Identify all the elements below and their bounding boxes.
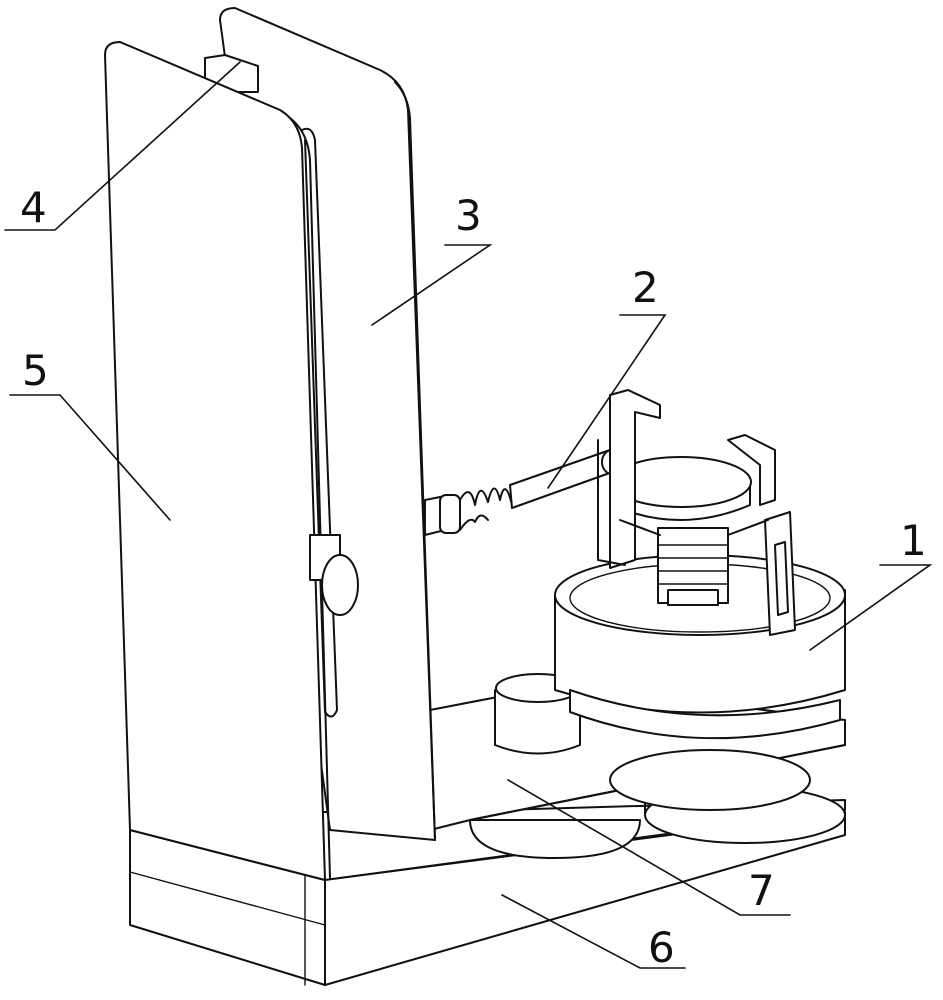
label-7: 7	[748, 866, 775, 915]
leader-lines	[4, 61, 933, 969]
label-4: 4	[20, 183, 47, 232]
central-spring	[610, 456, 752, 606]
label-1: 1	[900, 516, 927, 565]
clamps	[597, 389, 796, 636]
label-3: 3	[455, 191, 482, 240]
part-labels: 4 3 2 5 1 7 6	[20, 183, 927, 972]
front-panel	[104, 41, 359, 881]
label-5: 5	[22, 346, 49, 395]
shaft-spring	[424, 449, 623, 536]
label-2: 2	[632, 263, 659, 312]
label-6: 6	[648, 923, 675, 972]
